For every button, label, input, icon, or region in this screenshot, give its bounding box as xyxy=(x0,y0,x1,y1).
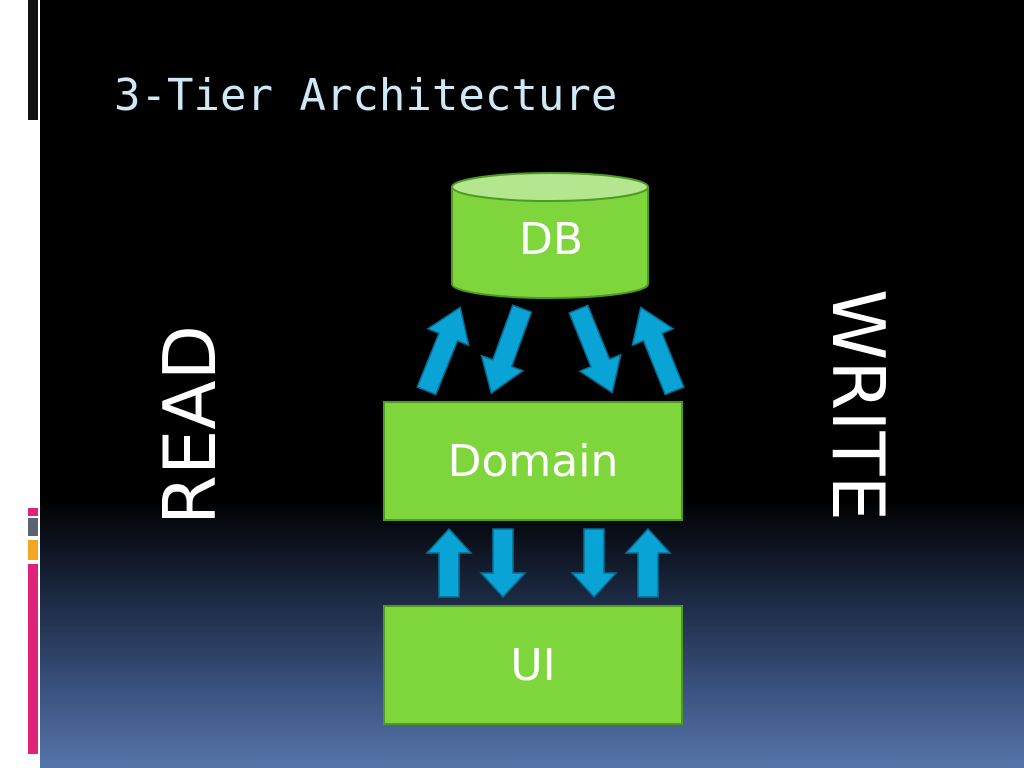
domain-label: Domain xyxy=(447,435,619,487)
left-margin-strip xyxy=(0,0,40,768)
arrow-up-icon xyxy=(425,527,473,598)
ui-box: UI xyxy=(383,605,683,725)
decor-bar-pink-long xyxy=(28,564,38,754)
db-cylinder xyxy=(451,172,649,299)
db-label: DB xyxy=(518,214,584,265)
arrow-down-icon xyxy=(570,528,618,599)
write-label: WRITE xyxy=(816,289,900,521)
read-label: READ xyxy=(148,324,232,526)
ui-label: UI xyxy=(510,639,556,691)
decor-bar-orange xyxy=(28,540,38,560)
slide-title: 3-Tier Architecture xyxy=(114,70,618,121)
arrow-up-icon xyxy=(631,306,685,396)
arrow-down-icon xyxy=(568,304,622,394)
arrow-up-icon xyxy=(416,306,470,396)
arrow-down-icon xyxy=(480,304,533,395)
domain-box: Domain xyxy=(383,401,683,521)
arrow-up-icon xyxy=(624,527,672,598)
decor-bar-gray xyxy=(28,518,38,536)
decor-bar-dark xyxy=(28,0,38,120)
arrow-down-icon xyxy=(479,528,527,599)
decor-bar-pink xyxy=(28,508,38,516)
